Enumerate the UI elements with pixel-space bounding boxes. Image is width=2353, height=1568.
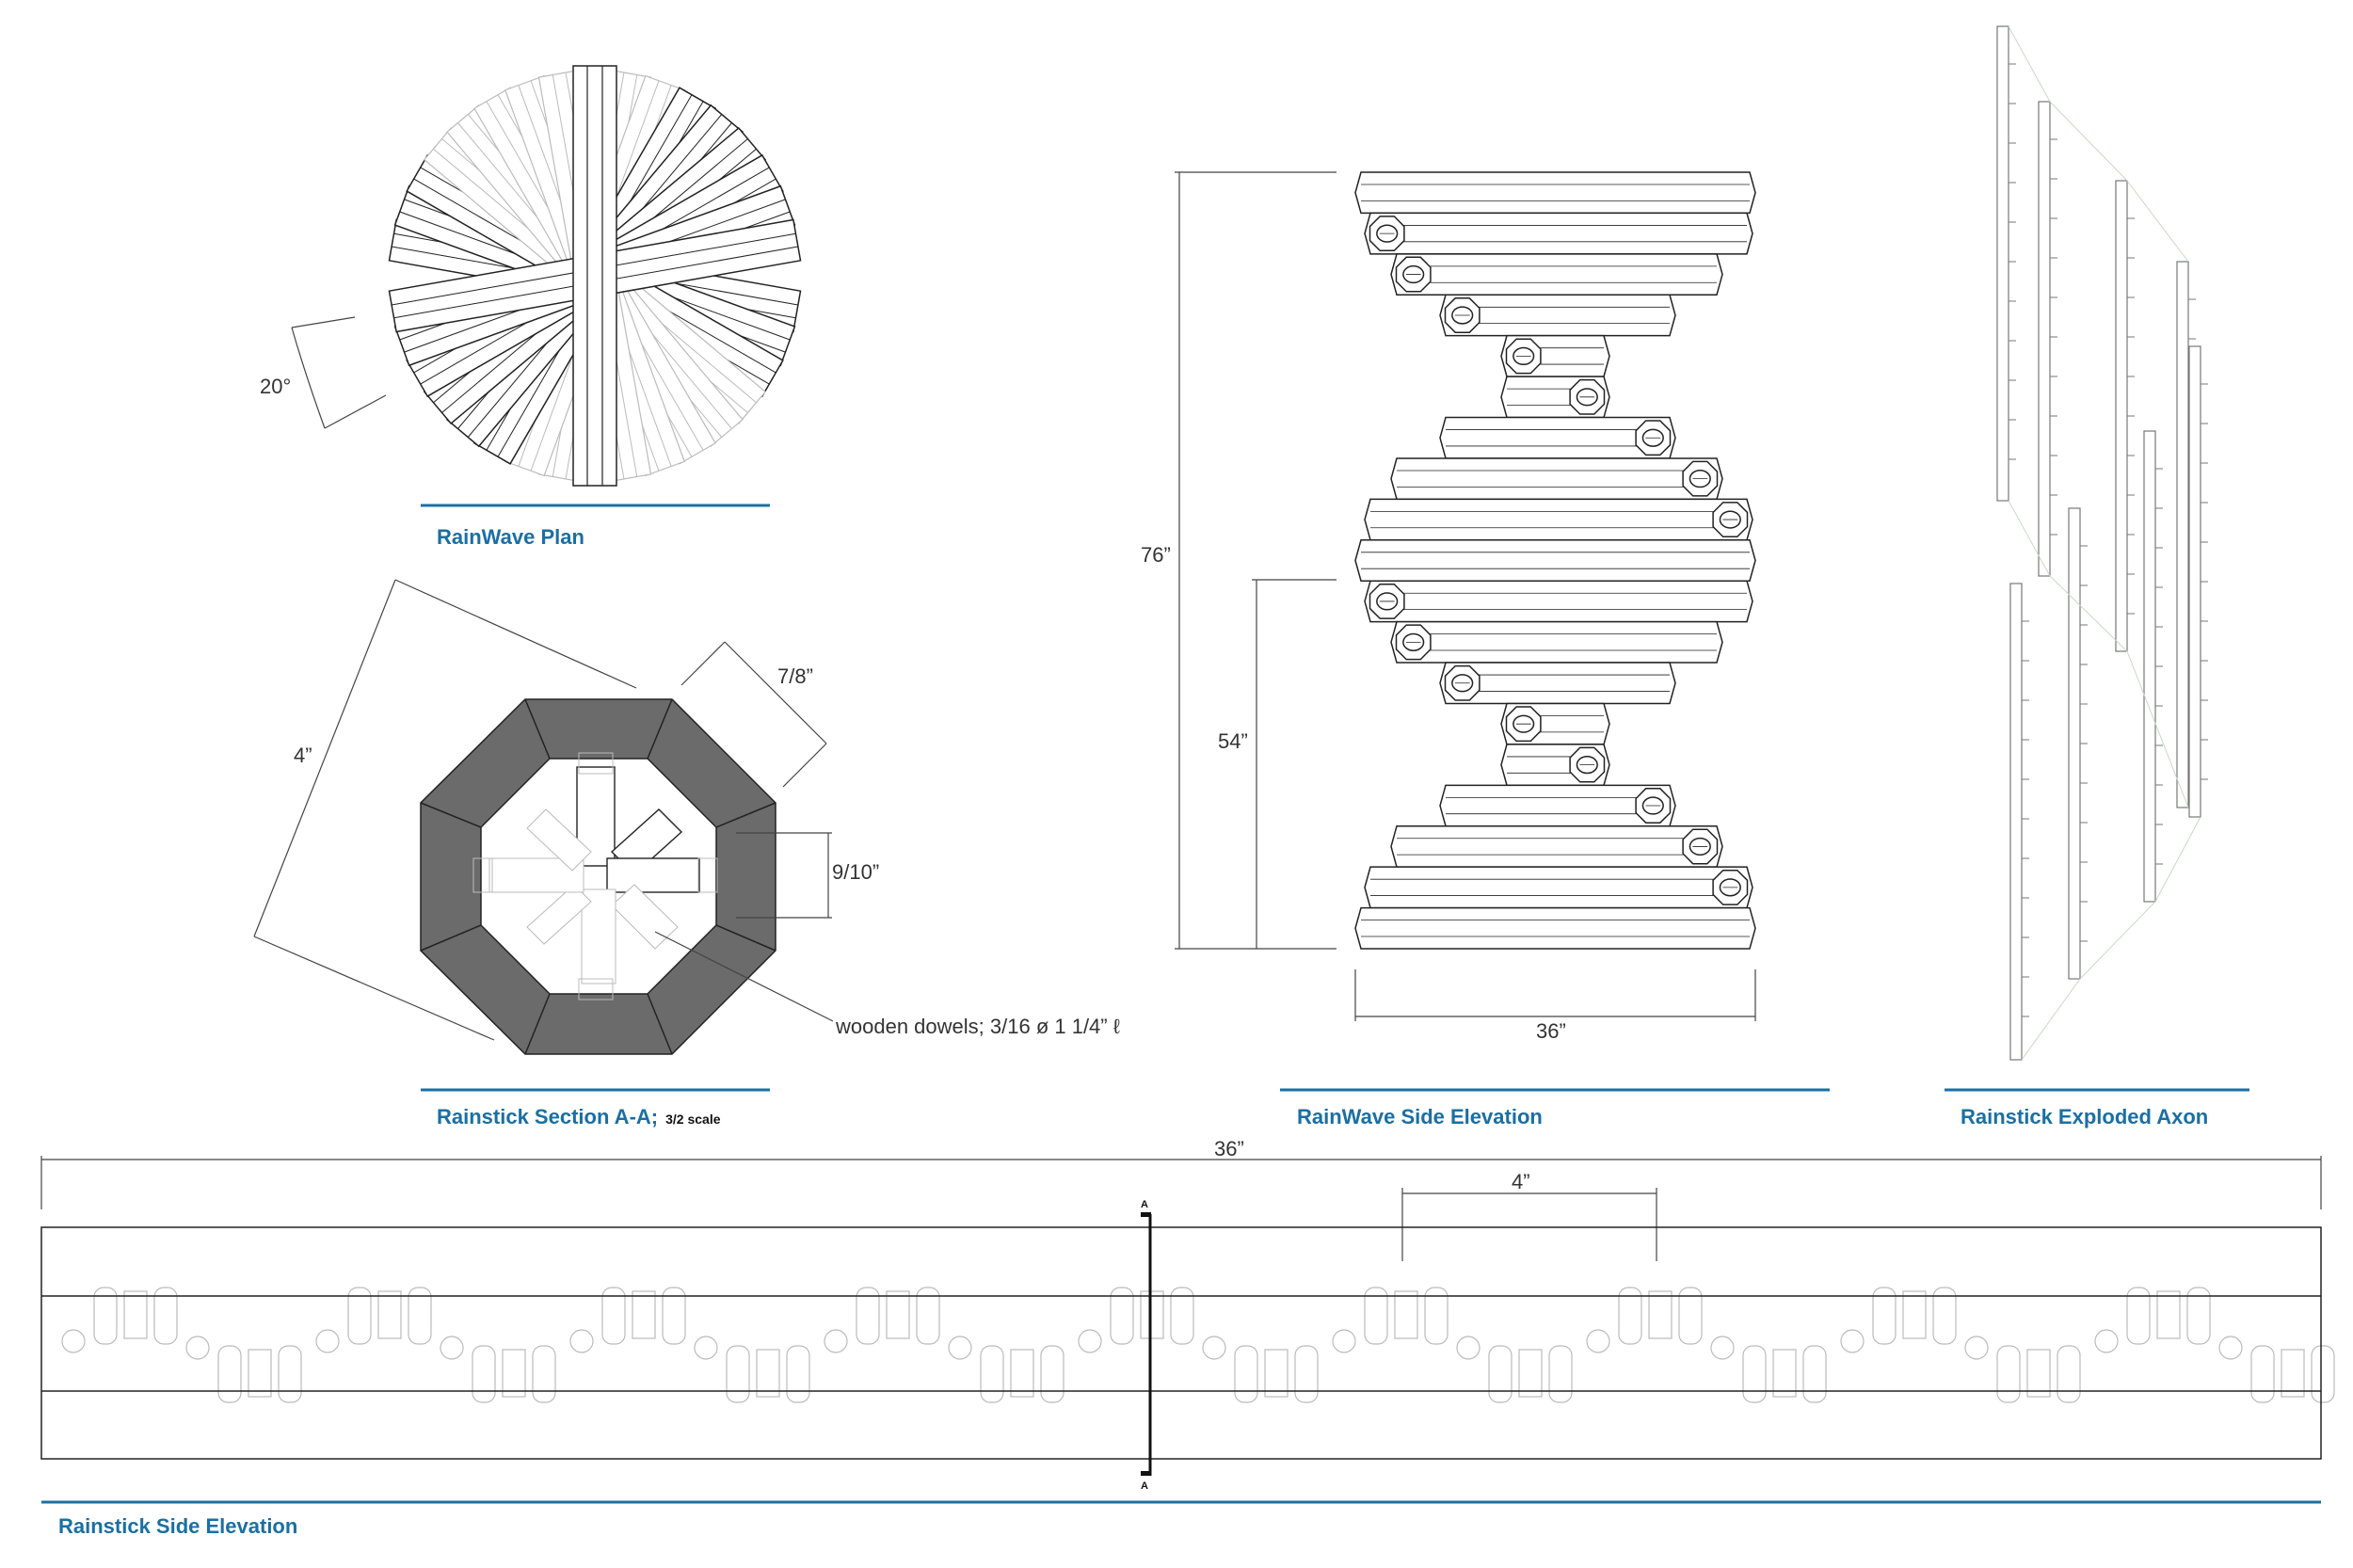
elevation-stick xyxy=(1390,824,1723,868)
stick-dowel-module xyxy=(1586,1287,1827,1403)
plan-title: RainWave Plan xyxy=(437,525,584,549)
axon-panel xyxy=(2038,101,2057,577)
elevation-stick xyxy=(1364,212,1753,255)
stick-dowel-module xyxy=(824,1287,1064,1403)
axon-parts xyxy=(1996,25,2208,1061)
elevation-stick xyxy=(1390,253,1723,296)
rainstick-section: 4” 7/8” 9/10” wooden dowels; 3/16 ø 1 1/… xyxy=(253,579,1121,1128)
stick-dowel-module xyxy=(61,1287,302,1403)
rainwave-side-elevation: 76” 54” 36” RainWave Side Elevation xyxy=(1141,171,1830,1128)
elevation-stick xyxy=(1364,580,1753,623)
stick-dowel-module xyxy=(1332,1287,1573,1403)
rainstick-exploded-axon: Rainstick Exploded Axon xyxy=(1945,25,2249,1128)
stick-spacing-dimension: 4” xyxy=(1401,1170,1657,1261)
section-marker-top: A xyxy=(1141,1199,1148,1210)
section-cut-marker: A A xyxy=(1141,1199,1152,1492)
dowel-note: wooden dowels; 3/16 ø 1 1/4” ℓ xyxy=(835,1015,1121,1038)
elevation-stick xyxy=(1500,702,1610,745)
elevation-stick xyxy=(1439,784,1676,827)
stick-dowel-module xyxy=(315,1287,556,1403)
stick-dowel-module xyxy=(569,1287,810,1403)
stick-length-dimension: 36” xyxy=(40,1137,2322,1209)
elevation-stick xyxy=(1354,539,1756,582)
elevation-stick xyxy=(1354,171,1756,215)
axon-title: Rainstick Exploded Axon xyxy=(1961,1105,2208,1128)
stick-outline xyxy=(40,1226,2322,1460)
plan-angle-dimension: 20° xyxy=(260,316,387,429)
elevation-dimensions: 76” 54” 36” xyxy=(1141,171,1756,1043)
plan-angle-label: 20° xyxy=(260,375,291,398)
elevation-height-partial-label: 54” xyxy=(1218,729,1248,753)
section-width-label: 4” xyxy=(294,744,312,767)
elevation-stick xyxy=(1364,498,1753,541)
elevation-stick xyxy=(1439,416,1676,459)
elevation-stick xyxy=(1390,620,1723,664)
rainstick-side-elevation: 36” 4” A A Rainstick Side Elevation xyxy=(40,1137,2335,1538)
elevation-sticks xyxy=(1354,171,1756,950)
elevation-width-label: 36” xyxy=(1536,1019,1566,1043)
axon-panel xyxy=(2009,583,2029,1061)
stick-spacing-label: 4” xyxy=(1512,1170,1530,1193)
stick-length-label: 36” xyxy=(1214,1137,1244,1160)
section-depth-label: 9/10” xyxy=(832,860,879,884)
stick-dowel-module xyxy=(1840,1287,2081,1403)
stick-title: Rainstick Side Elevation xyxy=(58,1514,297,1538)
stick-dowel-module xyxy=(1078,1287,1319,1403)
elevation-stick xyxy=(1439,294,1676,337)
section-marker-bottom: A xyxy=(1141,1480,1148,1492)
axon-panel xyxy=(2068,507,2088,980)
section-face-label: 7/8” xyxy=(777,664,813,688)
stick-dowel-module xyxy=(2094,1287,2335,1403)
section-dimensions: 4” 7/8” 9/10” wooden dowels; 3/16 ø 1 1/… xyxy=(253,579,1121,1041)
section-dowels xyxy=(472,752,718,1000)
elevation-stick xyxy=(1354,906,1756,950)
elevation-stick xyxy=(1439,662,1676,705)
elevation-stick xyxy=(1500,334,1610,377)
elevation-title: RainWave Side Elevation xyxy=(1297,1105,1543,1128)
axon-panel xyxy=(2115,180,2135,652)
axon-panel xyxy=(2143,430,2163,903)
rainwave-plan: 20° RainWave Plan xyxy=(260,65,802,549)
section-title: Rainstick Section A-A;3/2 scale xyxy=(437,1105,721,1128)
plan-center-stick xyxy=(572,65,617,487)
elevation-height-total-label: 76” xyxy=(1141,543,1171,567)
axon-panel xyxy=(1996,25,2016,502)
elevation-stick xyxy=(1500,744,1610,787)
elevation-stick xyxy=(1500,376,1610,419)
stick-dowel-pattern xyxy=(61,1287,2335,1403)
elevation-stick xyxy=(1390,457,1723,501)
elevation-stick xyxy=(1364,866,1753,909)
axon-panel xyxy=(2188,345,2208,818)
